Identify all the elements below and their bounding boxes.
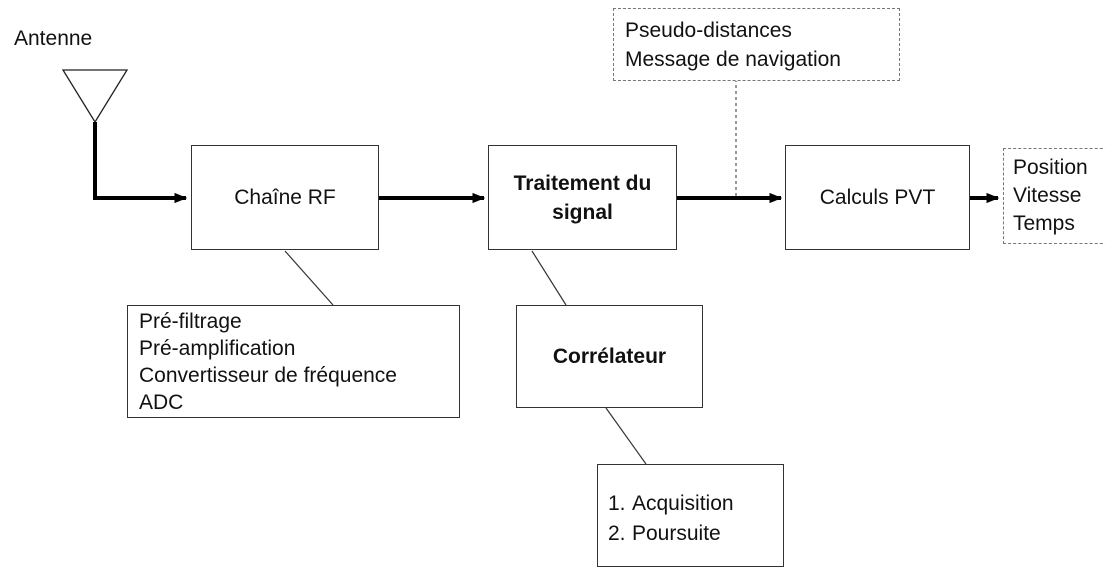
rf-detail-item: Pré-filtrage [139, 310, 242, 333]
correlator-label: Corrélateur [552, 344, 667, 368]
rf-detail-item: Pré-amplification [139, 337, 296, 360]
step-item: 2. Poursuite [608, 519, 783, 549]
rf-chain-block: Chaîne RF [191, 145, 379, 250]
rf-detail-item: ADC [139, 391, 184, 414]
step-number: 2. [608, 522, 626, 545]
pvt-label: Calculs PVT [819, 185, 936, 209]
step-text: Acquisition [632, 492, 734, 515]
antenna-icon [61, 69, 129, 124]
signal-processing-label: Traitement du signal [513, 171, 652, 224]
pvt-block: Calculs PVT [785, 145, 970, 250]
signal-processing-block: Traitement du signal [488, 145, 677, 250]
outputs-box: Position Vitesse Temps [1003, 148, 1105, 244]
step-number: 1. [608, 492, 626, 515]
correlator-block: Corrélateur [516, 305, 703, 408]
measurements-box: Pseudo-distances Message de navigation [613, 8, 900, 81]
output-item: Temps [1013, 212, 1075, 235]
correlator-steps-box: 1. Acquisition 2. Poursuite [597, 464, 784, 567]
measurement-item: Message de navigation [625, 48, 841, 71]
measurement-item: Pseudo-distances [625, 19, 792, 42]
output-item: Vitesse [1013, 184, 1082, 207]
antenna-label: Antenne [14, 27, 93, 50]
step-text: Poursuite [632, 522, 721, 545]
rf-details-box: Pré-filtrage Pré-amplification Convertis… [127, 305, 460, 418]
output-item: Position [1013, 156, 1088, 179]
step-item: 1. Acquisition [608, 489, 783, 519]
rf-detail-item: Convertisseur de fréquence [139, 364, 397, 387]
rf-chain-label: Chaîne RF [234, 185, 336, 209]
correlator-leader-line [531, 250, 567, 306]
antenna-feed-line [93, 122, 188, 204]
steps-leader-line [605, 407, 647, 465]
rf-details-leader-line [284, 250, 334, 306]
